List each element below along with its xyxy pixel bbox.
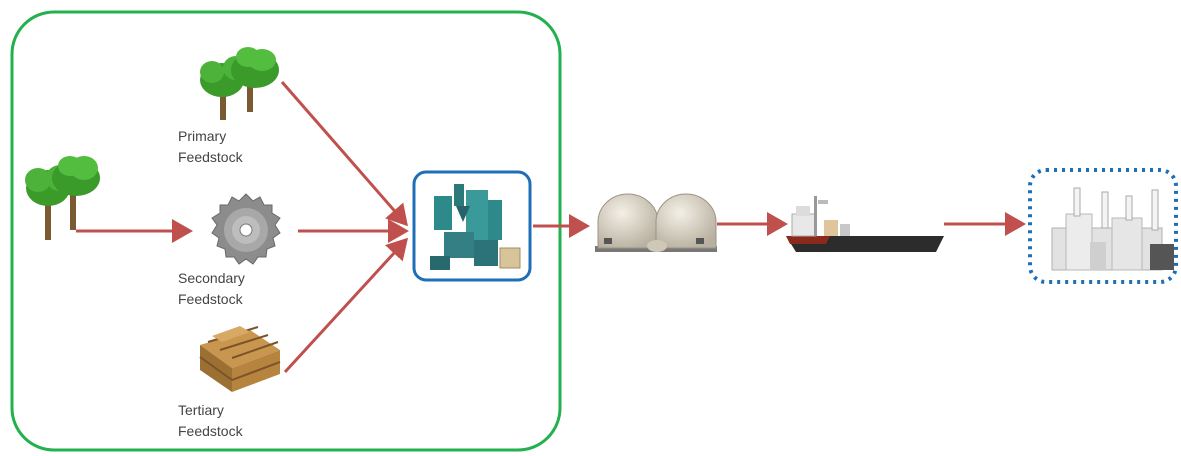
cargo-ship-icon (786, 196, 944, 252)
pallets-icon (199, 326, 281, 392)
pellet-mill-icon (430, 184, 521, 270)
tertiary-feedstock-label: Tertiary Feedstock (178, 402, 243, 439)
arrow-tertiary-to-mill (283, 237, 409, 374)
storage-domes-icon (595, 193, 717, 252)
primary-feedstock-trees-icon (200, 47, 279, 120)
sawblade-icon (211, 193, 281, 265)
flow-arrows (76, 81, 1026, 374)
trees-icon (25, 156, 100, 240)
feedstock-supply-box (10, 10, 562, 452)
secondary-feedstock-label: Secondary Feedstock (178, 270, 245, 307)
power-station-icon (1051, 187, 1174, 271)
arrow-primary-to-mill (280, 81, 408, 227)
primary-feedstock-label: Primary Feedstock (178, 128, 243, 165)
